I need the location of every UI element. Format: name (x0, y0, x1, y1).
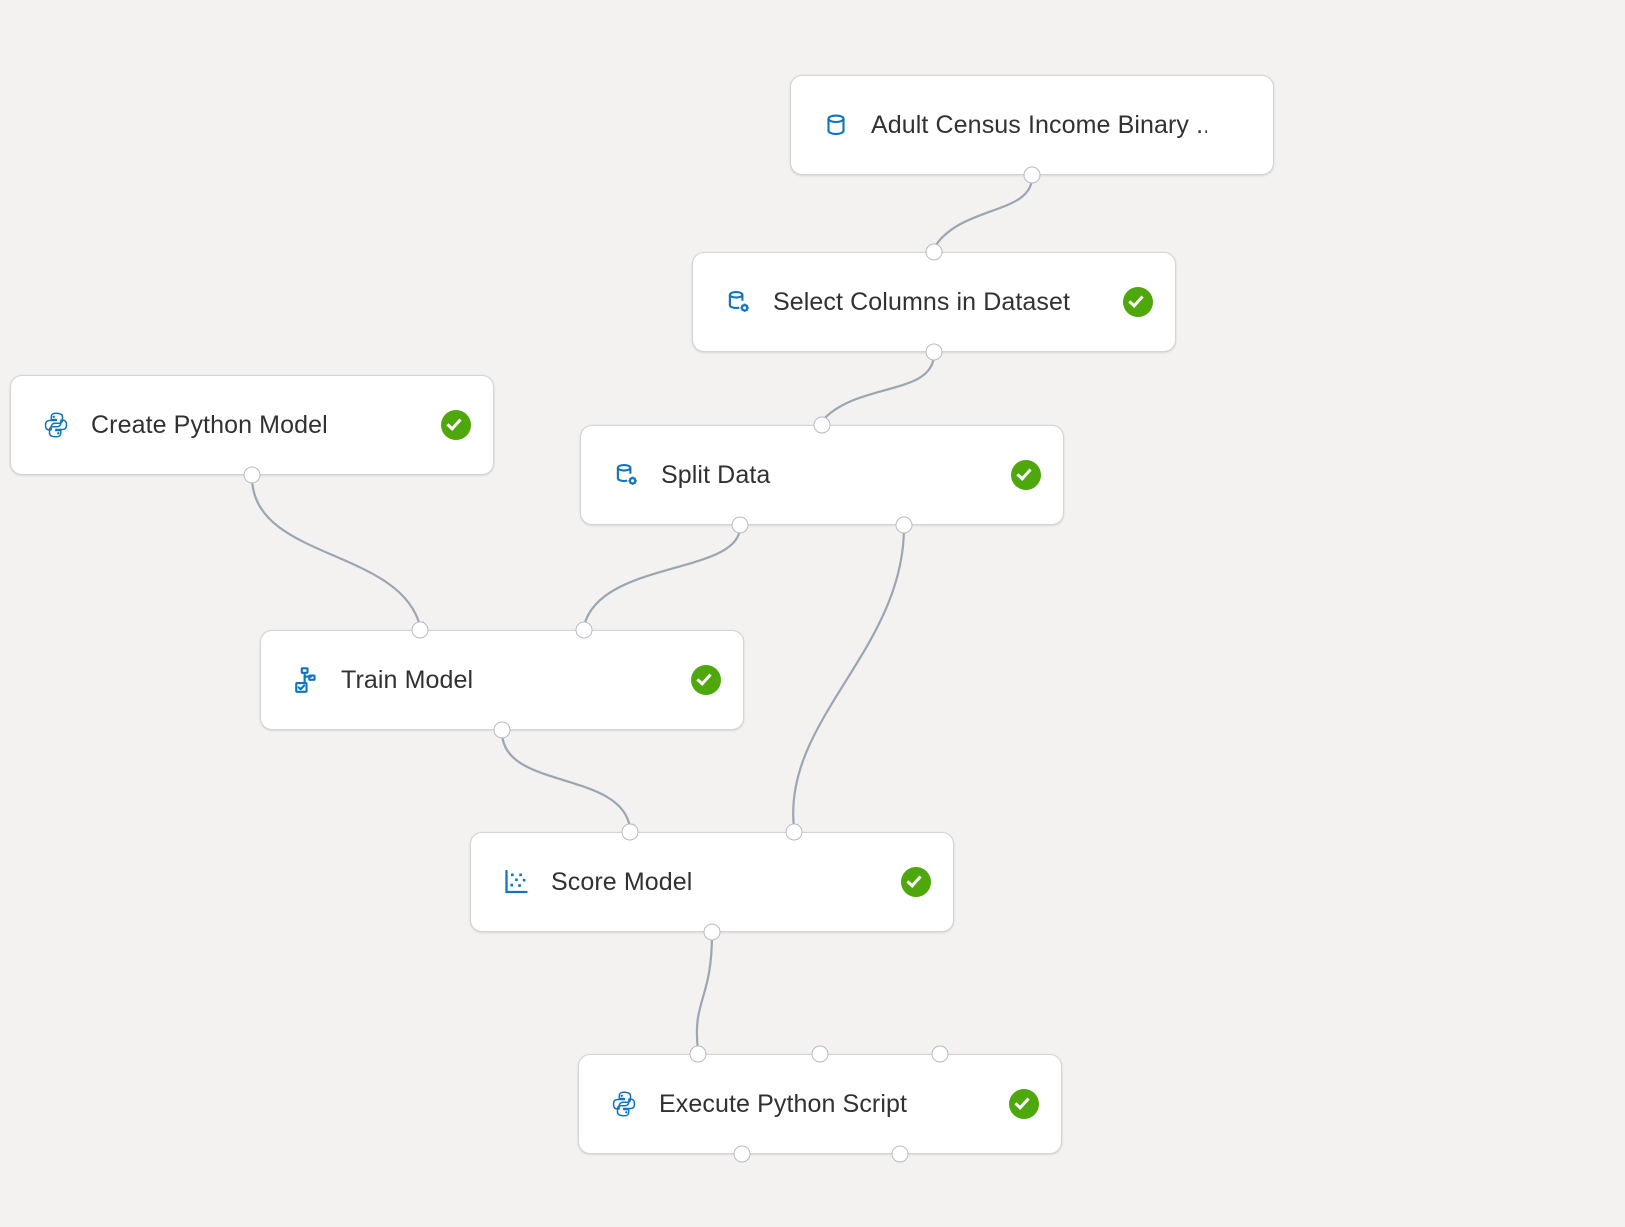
pipeline-node-adult-census-income-binary[interactable]: Adult Census Income Binary ... (790, 75, 1274, 175)
input-trained-model-input-port[interactable] (621, 823, 639, 841)
dataset-settings-icon (609, 458, 643, 492)
input-dataset-input-port[interactable] (785, 823, 803, 841)
input-script-bundle-input-port[interactable] (931, 1045, 949, 1063)
status-badge-success (1011, 460, 1041, 490)
status-badge-success (901, 867, 931, 897)
edge-train-model-to-score-model[interactable] (500, 731, 635, 832)
output-trained-model-output-port[interactable] (493, 721, 511, 739)
edge-split-data-to-train-model[interactable] (580, 526, 742, 631)
check-circle-icon (901, 867, 931, 897)
output-results-dataset-output-port[interactable] (925, 343, 943, 361)
dataset-settings-icon (721, 285, 755, 319)
python-icon (39, 408, 73, 442)
edge-select-columns-to-split-data[interactable] (819, 353, 936, 427)
input-dataset-input-port[interactable] (925, 243, 943, 261)
input-dataset-input-port[interactable] (813, 416, 831, 434)
score-model-icon (499, 865, 533, 899)
input-dataset1-input-port[interactable] (689, 1045, 707, 1063)
train-model-icon (289, 663, 323, 697)
pipeline-node-select-columns-in-dataset[interactable]: Select Columns in Dataset (692, 252, 1176, 352)
check-circle-icon (1123, 287, 1153, 317)
node-title: Train Model (341, 665, 474, 694)
edge-score-model-to-execute-python-script[interactable] (694, 933, 714, 1054)
output-results-dataset2-output-port[interactable] (895, 516, 913, 534)
input-dataset-input-port[interactable] (575, 621, 593, 639)
edge-split-data-to-score-model[interactable] (790, 526, 906, 832)
status-badge-success (1009, 1089, 1039, 1119)
output-dataset-output-port[interactable] (1023, 166, 1041, 184)
input-dataset2-input-port[interactable] (811, 1045, 829, 1063)
node-title: Split Data (661, 460, 771, 489)
check-circle-icon (441, 410, 471, 440)
node-title: Score Model (551, 867, 693, 896)
pipeline-node-create-python-model[interactable]: Create Python Model (10, 375, 494, 475)
check-circle-icon (1011, 460, 1041, 490)
node-title: Select Columns in Dataset (773, 287, 1071, 316)
status-badge-success (1221, 110, 1251, 140)
node-title: Execute Python Script (659, 1089, 908, 1118)
check-circle-icon (1009, 1089, 1039, 1119)
output-scored-dataset-output-port[interactable] (703, 923, 721, 941)
status-badge-success (1123, 287, 1153, 317)
node-title: Adult Census Income Binary ... (871, 110, 1207, 139)
pipeline-node-train-model[interactable]: Train Model (260, 630, 744, 730)
python-icon (607, 1087, 641, 1121)
status-badge-success (441, 410, 471, 440)
edge-create-python-model-to-train-model[interactable] (250, 476, 426, 629)
pipeline-node-score-model[interactable]: Score Model (470, 832, 954, 932)
dataset-cylinder-icon (819, 108, 853, 142)
status-badge-success (691, 665, 721, 695)
edge-dataset-to-select-columns[interactable] (930, 176, 1034, 254)
pipeline-node-execute-python-script[interactable]: Execute Python Script (578, 1054, 1062, 1154)
output-results-dataset-output-port[interactable] (733, 1145, 751, 1163)
output-results-dataset1-output-port[interactable] (731, 516, 749, 534)
output-device-output-port[interactable] (891, 1145, 909, 1163)
output-untrained-model-output-port[interactable] (243, 466, 261, 484)
pipeline-node-split-data[interactable]: Split Data (580, 425, 1064, 525)
check-circle-icon (691, 665, 721, 695)
node-title: Create Python Model (91, 410, 328, 439)
input-untrained-model-input-port[interactable] (411, 621, 429, 639)
